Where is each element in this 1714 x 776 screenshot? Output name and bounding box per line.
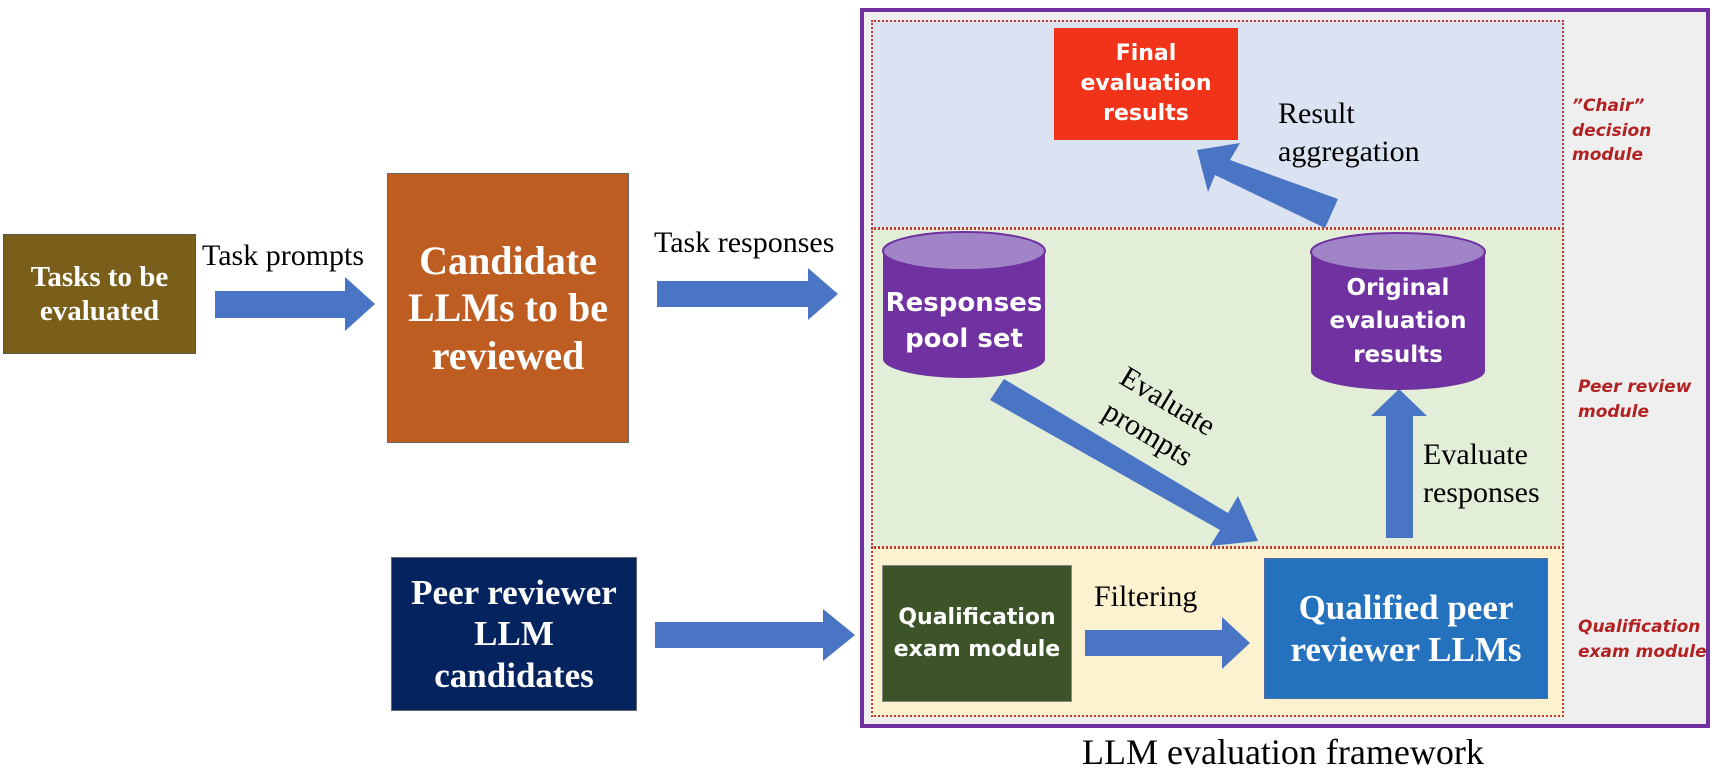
qualification-module-label: Qualification exam module <box>1578 617 1707 662</box>
task-prompts-label: Task prompts <box>202 239 365 272</box>
chair-module-label: ”Chair” decision module <box>1572 96 1652 166</box>
qualified-reviewers-label: Qualified peer reviewer LLMs <box>1290 588 1522 669</box>
peer-reviewer-candidates-label: Peer reviewer LLM candidates <box>411 573 617 695</box>
qualification-exam-box: Qualification exam module <box>882 565 1072 702</box>
task-prompts-arrow <box>215 277 375 331</box>
framework-title: LLM evaluation framework <box>1082 732 1484 772</box>
final-results-box: Final evaluation results <box>1054 28 1238 140</box>
evaluate-responses-label: Evaluate responses <box>1423 438 1540 510</box>
filtering-label: Filtering <box>1094 580 1198 613</box>
responses-pool-cylinder <box>882 231 1046 378</box>
evaluate-responses-arrow <box>1371 389 1427 538</box>
original-results-cylinder <box>1310 232 1486 390</box>
candidate-llms-box: Candidate LLMs to be reviewed <box>387 173 629 443</box>
qualification-exam-label: Qualification exam module <box>893 604 1061 662</box>
result-aggregation-arrow <box>1197 143 1338 228</box>
responses-pool-label: Responses pool set <box>885 287 1043 354</box>
original-results-label: Original evaluation results <box>1329 274 1467 368</box>
task-responses-arrow <box>657 268 838 320</box>
final-results-label: Final evaluation results <box>1080 41 1212 126</box>
candidate-llms-label: Candidate LLMs to be reviewed <box>408 238 608 378</box>
peer-review-module-label: Peer review module <box>1578 377 1692 422</box>
qualified-reviewers-box: Qualified peer reviewer LLMs <box>1264 558 1548 699</box>
task-responses-label: Task responses <box>654 226 835 259</box>
result-aggregation-label: Result aggregation <box>1278 97 1420 169</box>
peer-candidates-arrow <box>655 609 855 661</box>
filtering-arrow <box>1085 617 1250 669</box>
tasks-box-label: Tasks to be evaluated <box>30 260 169 327</box>
peer-reviewer-candidates-box: Peer reviewer LLM candidates <box>391 557 637 711</box>
evaluate-prompts-arrow <box>990 379 1258 546</box>
tasks-box: Tasks to be evaluated <box>3 234 196 354</box>
